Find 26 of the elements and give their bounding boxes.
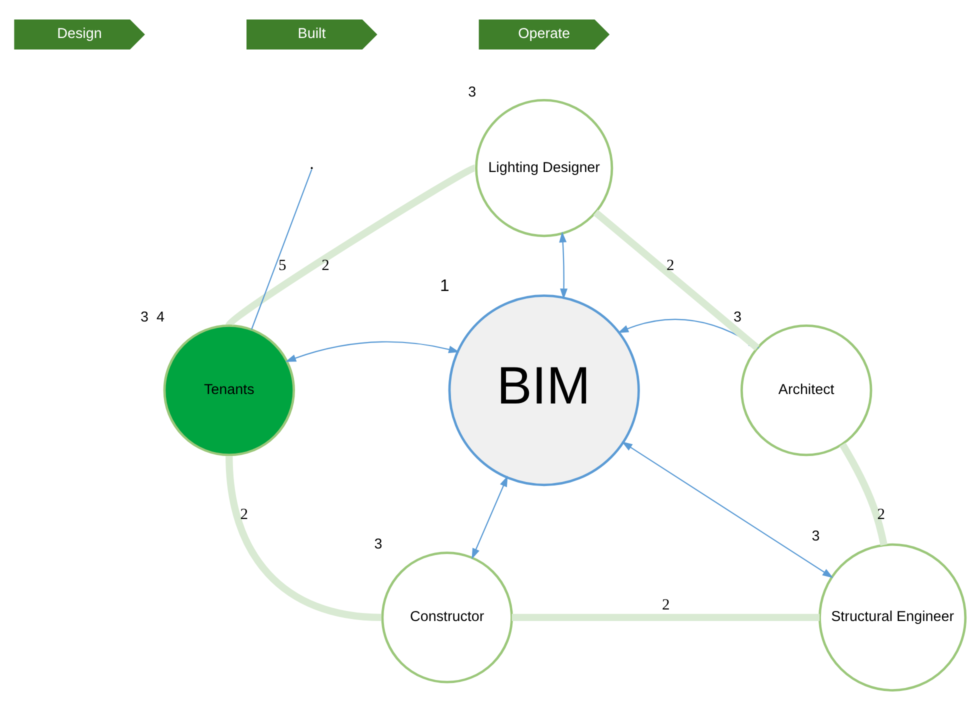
edge-label: 2 xyxy=(662,596,670,614)
node-label: 3 xyxy=(733,310,742,326)
arrow xyxy=(285,341,460,362)
connector xyxy=(250,169,312,330)
node-circle: Architect xyxy=(740,324,872,456)
edge-label: 2 xyxy=(877,506,886,523)
connector xyxy=(839,442,888,546)
node-circle: Tenants xyxy=(163,324,295,456)
connector xyxy=(226,456,382,622)
arrow xyxy=(559,232,568,300)
node-circle: Lighting Designer xyxy=(475,99,614,238)
node-circle: Constructor xyxy=(381,552,513,684)
node-label: 1 xyxy=(440,276,450,296)
edge-label: 2 xyxy=(666,256,674,274)
node-label: 3 xyxy=(468,84,476,100)
connector xyxy=(512,614,820,622)
node-circle: Structural Engineer xyxy=(818,543,967,692)
node-label: 3 xyxy=(374,536,382,553)
arrow xyxy=(622,442,834,578)
edge-label: 2 xyxy=(240,506,248,523)
edge-label: 2 xyxy=(322,256,330,274)
node-label: 3 4 xyxy=(140,310,164,326)
edge-label: 5 xyxy=(278,256,286,274)
connector xyxy=(226,164,476,327)
node-label: 3 xyxy=(812,528,820,545)
arrow xyxy=(472,476,508,560)
